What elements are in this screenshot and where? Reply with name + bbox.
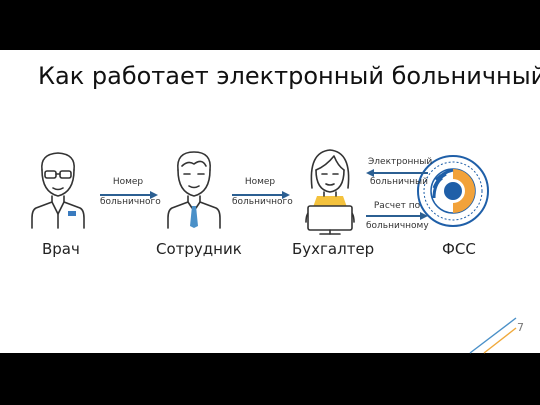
- actor-label-doctor: Врач: [42, 240, 80, 258]
- arrow-label-line-1: Электронный: [368, 157, 433, 167]
- decorative-corner-lines: [469, 317, 517, 354]
- fss-emblem-icon: [417, 155, 489, 227]
- actor-label-employee: Сотрудник: [156, 240, 242, 258]
- slide: Как работает электронный больничный: [0, 50, 540, 354]
- arrow-label-line-2: больничный: [369, 177, 428, 187]
- arrow-label-doctor-to-employee: Номер больничного: [100, 172, 161, 212]
- arrow-label-line-2: больничному: [366, 221, 429, 231]
- arrow-label-line-1: Номер: [112, 177, 144, 187]
- arrow-accountant-to-fss: [366, 212, 428, 220]
- arrow-label-fss-to-accountant: Электронный больничный: [368, 152, 433, 192]
- arrow-label-line-1: Номер: [244, 177, 276, 187]
- arrow-label-accountant-to-fss: Расчет по больничному: [366, 196, 429, 236]
- slide-title: Как работает электронный больничный: [38, 62, 540, 90]
- arrow-label-employee-to-accountant: Номер больничного: [232, 172, 293, 212]
- accountant-icon: [305, 149, 355, 235]
- arrow-label-line-2: больничного: [232, 197, 293, 207]
- arrow-doctor-to-employee: [100, 191, 158, 199]
- employee-icon: [167, 151, 221, 229]
- arrow-label-line-1: Расчет по: [373, 201, 421, 211]
- actor-label-accountant: Бухгалтер: [292, 240, 375, 258]
- arrow-fss-to-accountant: [366, 169, 428, 177]
- page-number: 7: [517, 321, 524, 334]
- arrow-label-line-2: больничного: [100, 197, 161, 207]
- doctor-icon: [31, 152, 85, 229]
- actor-label-fss: ФСС: [442, 240, 476, 258]
- arrow-employee-to-accountant: [232, 191, 290, 199]
